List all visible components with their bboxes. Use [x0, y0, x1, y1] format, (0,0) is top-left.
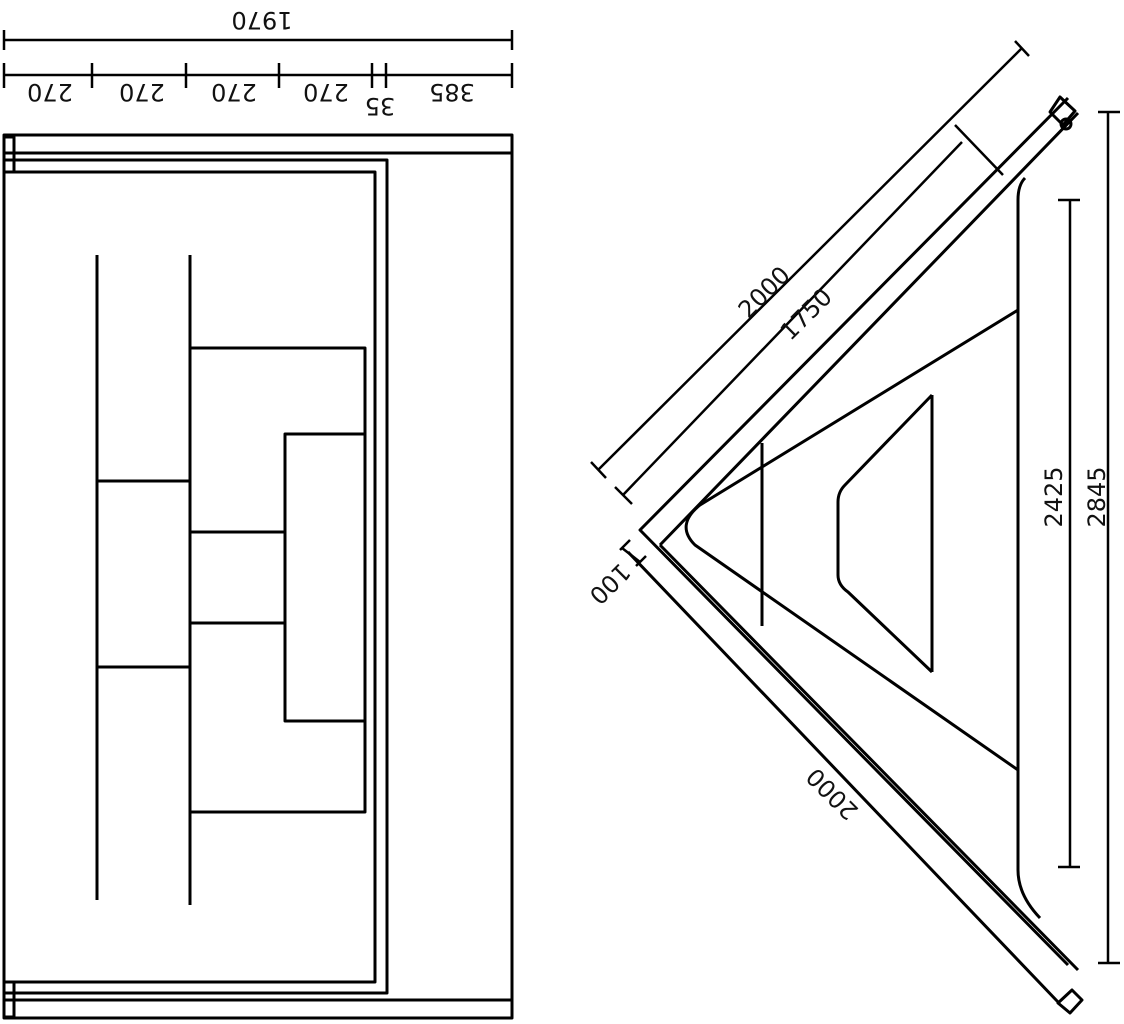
segment-label: 270 — [119, 78, 165, 106]
overall-height-label: 2845 — [1083, 466, 1111, 527]
door-panels — [95, 255, 367, 905]
corner-view: 2000 1750 100 2000 — [584, 40, 1120, 1015]
segment-label: 270 — [211, 78, 257, 106]
overall-width-dimension: 1970 — [2, 6, 514, 50]
outer-arm-dimension: 2000 — [590, 40, 1030, 479]
segment-label: 270 — [303, 78, 349, 106]
segment-label: 385 — [429, 78, 475, 106]
segment-label: 270 — [27, 78, 73, 106]
inner-height-dimension: 2425 — [1040, 198, 1080, 869]
segment-dimensions: 270 270 270 270 35 385 — [2, 63, 514, 120]
inner-arm-dimension: 1750 — [614, 124, 1004, 505]
corner-profile — [626, 95, 1084, 1015]
front-view: 1970 270 270 270 270 35 385 — [2, 6, 514, 1020]
frame-outline — [2, 133, 514, 1020]
lower-arm-label: 2000 — [801, 762, 864, 825]
segment-label: 35 — [365, 92, 396, 120]
thickness-dimension: 100 — [584, 539, 647, 610]
overall-height-dimension: 2845 — [1083, 110, 1120, 965]
thickness-label: 100 — [584, 558, 636, 610]
overall-width-label: 1970 — [231, 6, 292, 34]
inner-height-label: 2425 — [1040, 466, 1068, 527]
inner-arm-label: 1750 — [775, 283, 838, 346]
